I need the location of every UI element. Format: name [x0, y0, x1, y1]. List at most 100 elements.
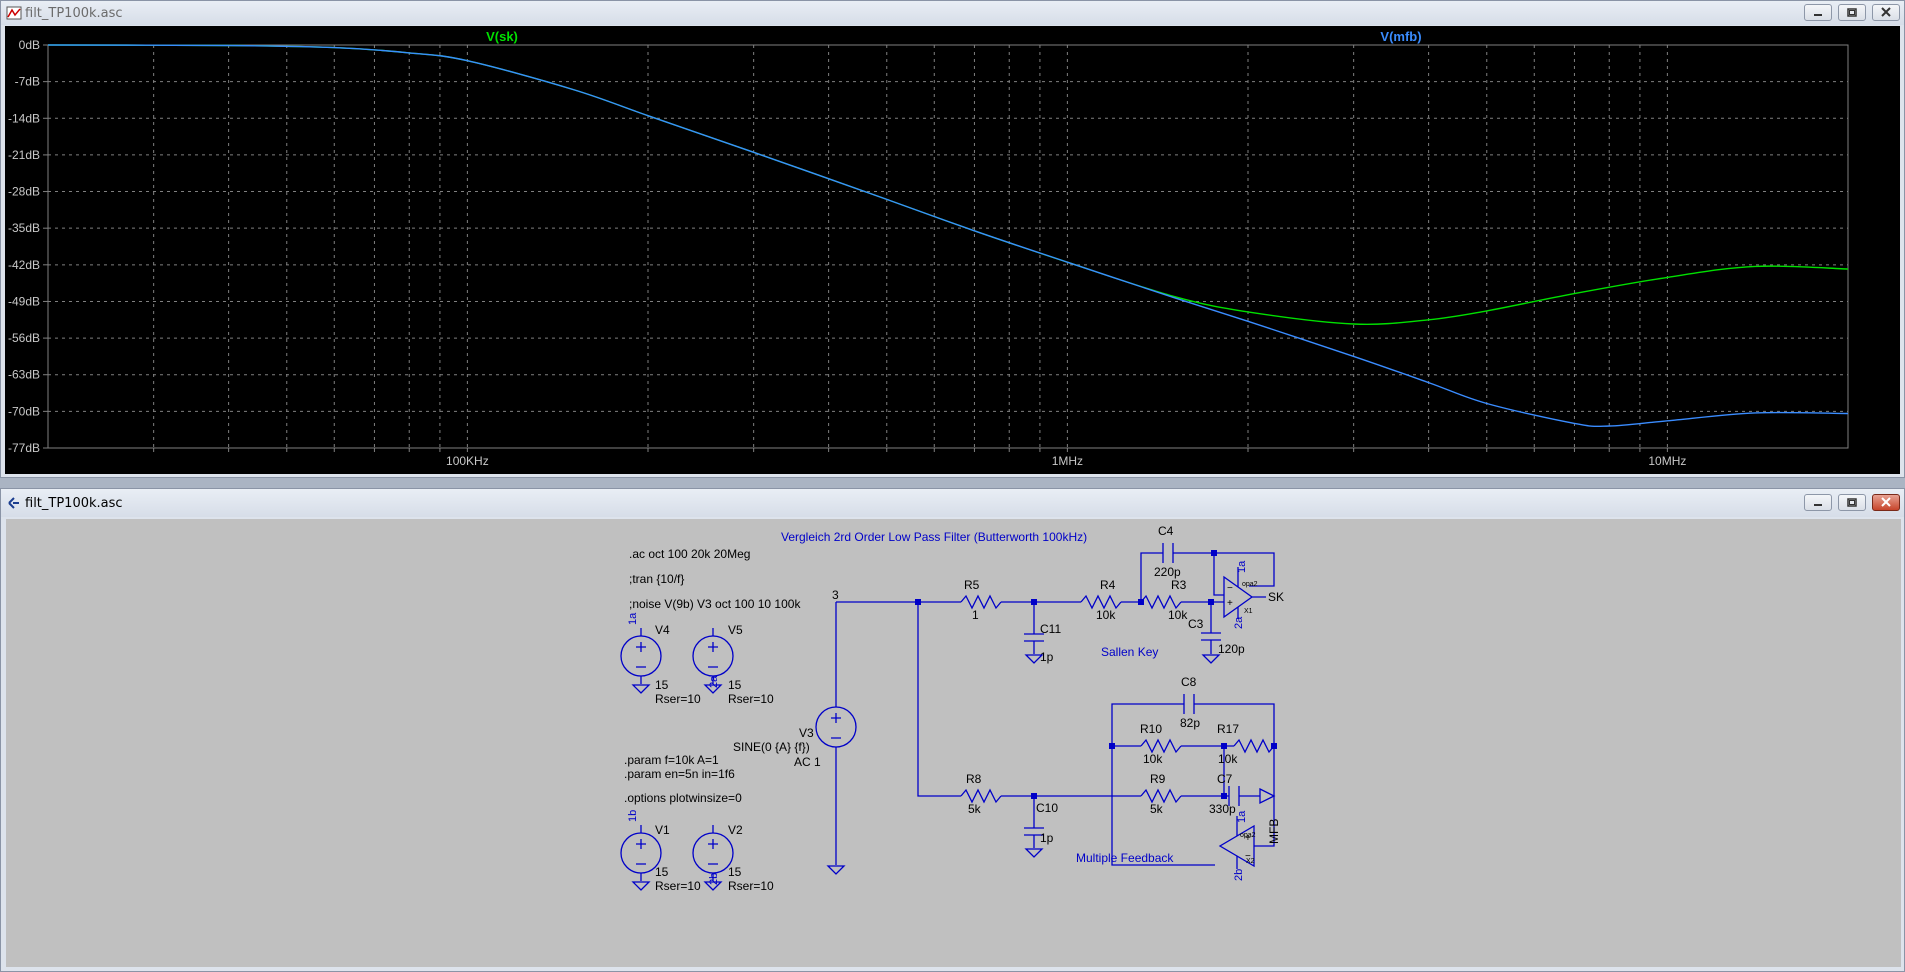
waveform-window-title: filt_TP100k.asc: [25, 6, 123, 21]
schematic-window-title: filt_TP100k.asc: [25, 496, 123, 511]
v3-function: SINE(0 {A} {f}): [733, 740, 810, 754]
multiple-feedback-label[interactable]: Multiple Feedback: [1076, 851, 1174, 865]
capacitor-c11[interactable]: C11 1p: [1024, 622, 1061, 664]
capacitor-c4[interactable]: C4 220p: [1154, 524, 1181, 579]
resistor-r17[interactable]: R17 10k: [1217, 722, 1275, 766]
r10-value: 10k: [1143, 752, 1163, 766]
r8-value: 5k: [968, 802, 982, 816]
x1-model: opa2: [1242, 581, 1258, 588]
sk-net-label: SK: [1268, 590, 1284, 604]
param-directive-1[interactable]: .param f=10k A=1: [624, 753, 719, 767]
x2-neg-supply: 2b: [1233, 869, 1245, 881]
c10-value: 1p: [1040, 831, 1054, 845]
resistor-r3[interactable]: R3 10k: [1140, 578, 1188, 622]
v5-value: 15: [728, 678, 742, 692]
v2-value: 15: [728, 865, 742, 879]
schematic-drawing[interactable]: Vergleich 2rd Order Low Pass Filter (But…: [6, 519, 1901, 967]
r3-name: R3: [1171, 578, 1187, 592]
trace-vmfb[interactable]: [47, 44, 1849, 428]
y-tick-label: -42dB: [8, 258, 40, 272]
waveform-viewer-window: filt_TP100k.asc 0dB-7dB-14dB-21dB-28dB-3…: [0, 0, 1905, 478]
voltage-source-v5[interactable]: 2a V5 15 Rser=10: [692, 623, 774, 706]
v4-rser: Rser=10: [655, 692, 701, 706]
r17-value: 10k: [1218, 752, 1238, 766]
y-tick-label: -70dB: [8, 404, 40, 418]
sallen-key-label[interactable]: Sallen Key: [1101, 645, 1158, 659]
capacitor-c3[interactable]: C3 120p: [1188, 617, 1245, 664]
plot-frame: [47, 44, 1849, 449]
waveform-window-titlebar[interactable]: filt_TP100k.asc: [1, 1, 1904, 25]
resistor-r10[interactable]: R10 10k: [1140, 722, 1182, 766]
v1-node-label: 1b: [627, 810, 639, 822]
voltage-source-v2[interactable]: 2b V2 15 Rser=10: [692, 823, 774, 893]
r10-name: R10: [1140, 722, 1162, 736]
close-button[interactable]: [1872, 494, 1900, 511]
v4-value: 15: [655, 678, 669, 692]
v5-node-label: 2a: [708, 675, 720, 688]
v5-name: V5: [728, 623, 743, 637]
v5-rser: Rser=10: [728, 692, 774, 706]
trace-label-vsk[interactable]: V(sk): [486, 29, 518, 44]
opamp-x1[interactable]: − + 1a 2a opa2 X1 SK: [1223, 560, 1284, 629]
y-tick-label: -49dB: [8, 294, 40, 308]
tran-directive[interactable]: ;tran {10/f}: [629, 572, 684, 586]
voltage-source-v1[interactable]: 1b V1 15 Rser=10: [620, 810, 701, 893]
noise-directive[interactable]: ;noise V(9b) V3 oct 100 10 100k: [629, 597, 801, 611]
r5-name: R5: [964, 578, 980, 592]
resistor-r8[interactable]: R8 5k: [960, 772, 1002, 816]
resistor-r9[interactable]: R9 5k: [1140, 772, 1182, 816]
ac-directive[interactable]: .ac oct 100 20k 20Meg: [629, 547, 750, 561]
trace-vsk[interactable]: [47, 44, 1849, 325]
bode-plot[interactable]: 0dB-7dB-14dB-21dB-28dB-35dB-42dB-49dB-56…: [5, 26, 1900, 474]
c8-value: 82p: [1180, 716, 1200, 730]
y-tick-label: -56dB: [8, 331, 40, 345]
plot-grid: [48, 45, 1848, 448]
v3-ac: AC 1: [794, 755, 821, 769]
trace-label-vmfb[interactable]: V(mfb): [1380, 29, 1421, 44]
schematic-heading[interactable]: Vergleich 2rd Order Low Pass Filter (But…: [781, 530, 1087, 544]
c11-name: C11: [1040, 622, 1061, 636]
x-tick-label: 10MHz: [1648, 454, 1686, 468]
restore-button[interactable]: [1838, 4, 1866, 21]
x2-pos-supply: 1a: [1236, 810, 1248, 823]
v1-rser: Rser=10: [655, 879, 701, 893]
resistor-r4[interactable]: R4 10k: [1080, 578, 1122, 622]
schematic-window-titlebar[interactable]: filt_TP100k.asc: [1, 489, 1904, 517]
minimize-button[interactable]: [1804, 4, 1832, 21]
options-directive[interactable]: .options plotwinsize=0: [624, 791, 742, 805]
r9-name: R9: [1150, 772, 1166, 786]
capacitor-c10[interactable]: C10 1p: [1024, 801, 1058, 858]
voltage-source-v4[interactable]: 1a V4 15 Rser=10: [620, 612, 701, 706]
x-tick-label: 1MHz: [1052, 454, 1083, 468]
capacitor-c8[interactable]: C8 82p: [1180, 675, 1200, 730]
svg-text:+: +: [1245, 833, 1251, 844]
c3-value: 120p: [1218, 642, 1245, 656]
svg-text:−: −: [1245, 851, 1251, 862]
opamp-x2[interactable]: + − 1a 2b opa2 X2 MFB: [1218, 810, 1281, 881]
restore-button[interactable]: [1838, 494, 1866, 511]
v2-node-label: 2b: [708, 873, 720, 885]
x1-pos-supply: 1a: [1236, 560, 1248, 573]
param-directive-2[interactable]: .param en=5n in=1f6: [624, 767, 735, 781]
c7-value: 330p: [1209, 802, 1236, 816]
y-tick-label: -14dB: [8, 111, 40, 125]
schematic-canvas[interactable]: Vergleich 2rd Order Low Pass Filter (But…: [6, 519, 1901, 967]
c7-name: C7: [1217, 772, 1233, 786]
r4-name: R4: [1100, 578, 1116, 592]
svg-text:−: −: [1227, 583, 1233, 594]
v1-name: V1: [655, 823, 670, 837]
capacitor-c7[interactable]: C7 330p: [1209, 772, 1240, 816]
r17-name: R17: [1217, 722, 1239, 736]
schematic-icon: [8, 497, 19, 509]
y-tick-label: -77dB: [8, 441, 40, 455]
plot-pane[interactable]: 0dB-7dB-14dB-21dB-28dB-35dB-42dB-49dB-56…: [5, 26, 1900, 474]
x2-name: X2: [1246, 858, 1255, 865]
v2-name: V2: [728, 823, 743, 837]
minimize-button[interactable]: [1804, 494, 1832, 511]
voltage-source-v3[interactable]: V3 SINE(0 {A} {f}) AC 1: [733, 602, 857, 875]
close-button[interactable]: [1872, 4, 1900, 21]
v2-rser: Rser=10: [728, 879, 774, 893]
resistor-r5[interactable]: R5 1: [960, 578, 1002, 622]
x2-model: opa2: [1240, 832, 1256, 839]
